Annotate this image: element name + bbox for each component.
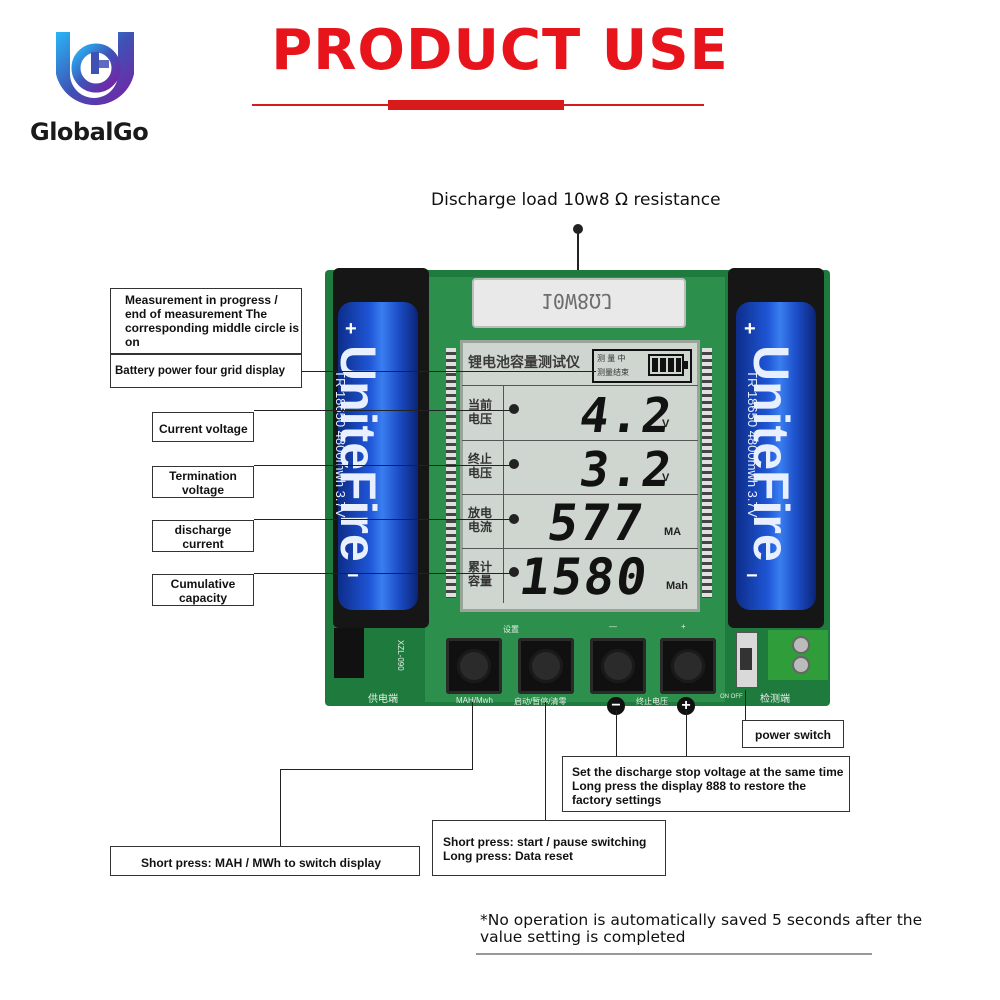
terminal-screw [792, 636, 810, 654]
callout-dot [509, 459, 519, 469]
lcd-unit: V [662, 418, 670, 430]
battery-spec-right: TR 18650 4800mwh 3.7V [745, 370, 760, 518]
lcd-battery-bar [676, 358, 681, 372]
lcd-row-label: 当前 [468, 398, 493, 412]
battery-minus-right: − [746, 565, 758, 587]
pcb-label-version: XZL-090 [396, 640, 405, 671]
lcd-discharge-current-value: 577 [543, 494, 649, 552]
resistor [472, 278, 686, 328]
stop-voltage-callout: Set the discharge stop voltage at the sa… [562, 756, 850, 812]
battery-spec-left: TR 18650 4800mwh 3.7V [333, 370, 348, 518]
callout-line [254, 410, 512, 411]
lcd-row-label: 容量 [468, 574, 493, 588]
lcd-unit: Mah [666, 580, 688, 592]
callout-line [254, 519, 512, 520]
minus-mark-icon: − [607, 697, 625, 715]
lcd-row-label: 电流 [468, 520, 493, 534]
lcd-battery-bar [668, 358, 674, 372]
start-pause-callout: Short press: start / pause switching Lon… [432, 820, 666, 876]
pcb-label-set: 设置 [503, 625, 519, 634]
footnote: *No operation is automatically saved 5 s… [480, 911, 923, 946]
callout-dot [509, 514, 519, 524]
pcb-label-power-in: 供电端 [368, 694, 398, 705]
battery-left [338, 302, 418, 610]
lcd-termination-voltage-value: 3.2 [576, 442, 677, 498]
callout-line [686, 710, 687, 757]
callout-dot [509, 567, 519, 577]
termination-voltage-callout: Termination voltage [152, 466, 254, 498]
lcd-row-label: 终止 [468, 452, 493, 466]
lcd-battery-bar [652, 358, 658, 372]
minus-button-cap[interactable] [601, 649, 635, 683]
lcd-column-divider [503, 385, 504, 603]
battery-plus-right: + [744, 318, 756, 340]
callout-dot [573, 224, 583, 234]
mah-mwh-callout: Short press: MAH / MWh to switch display [110, 846, 420, 876]
lcd-current-voltage-value: 4.2 [576, 388, 677, 444]
footnote-rule [476, 953, 872, 955]
discharge-load-label: Discharge load 10w8 Ω resistance [431, 190, 721, 210]
title-underline-accent [388, 100, 564, 110]
pcb-label-start-clear: 启动/暂停/清零 [514, 697, 567, 706]
lcd-status-ended: 测量结束 [597, 368, 629, 377]
lcd-row-label: 放电 [468, 506, 493, 520]
lcd-divider [462, 494, 698, 495]
callout-line [254, 573, 512, 574]
callout-line [545, 702, 546, 820]
lcd-pins-left [446, 348, 456, 598]
lcd-divider [462, 385, 698, 386]
lcd-title: 锂电池容量测试仪 [468, 354, 580, 370]
lcd-battery-bar [660, 358, 666, 372]
pcb-label-plus: + [681, 622, 686, 631]
measurement-status-callout: Measurement in progress / end of measure… [110, 288, 302, 354]
lcd-divider [462, 548, 698, 549]
current-voltage-callout: Current voltage [152, 412, 254, 442]
lcd-battery-icon [648, 354, 684, 376]
pcb-label-detect: 检测端 [760, 694, 790, 705]
battery-plus-left: + [345, 318, 357, 340]
terminal-screw [792, 656, 810, 674]
battery-right [736, 302, 816, 610]
start-pause-button-cap[interactable] [529, 649, 563, 683]
plus-mark-icon: + [677, 697, 695, 715]
pcb-label-mah-mwh: MAH/Mwh [456, 696, 493, 705]
globalgo-logo-icon [56, 32, 134, 106]
lcd-status-measuring: 测 量 中 [597, 354, 626, 363]
lcd-pins-right [702, 348, 712, 598]
battery-power-callout: Battery power four grid display [110, 354, 302, 388]
lcd-row-label: 电压 [468, 412, 493, 426]
battery-minus-left: − [347, 565, 359, 587]
callout-dot [509, 404, 519, 414]
callout-line [472, 702, 473, 770]
lcd-row-label: 电压 [468, 466, 493, 480]
lcd-capacity-value: 1580 [515, 548, 653, 606]
callout-line [280, 769, 473, 770]
pcb-label-stop-voltage: 终止电压 [636, 697, 668, 706]
power-switch-callout: power switch [742, 720, 844, 748]
callout-line [280, 769, 281, 847]
lcd-battery-tip [684, 361, 688, 369]
lcd-row-label: 累计 [468, 560, 493, 574]
callout-line [577, 232, 579, 287]
lcd-unit: V [662, 472, 670, 484]
pcb-label-on-off: ON OFF [720, 694, 743, 700]
power-switch-knob[interactable] [740, 648, 752, 670]
mah-mwh-button-cap[interactable] [457, 649, 491, 683]
pcb-label-minus: — [609, 622, 617, 631]
lcd-status-box [592, 349, 692, 383]
cumulative-capacity-callout: Cumulative capacity [152, 574, 254, 606]
lcd-divider [462, 440, 698, 441]
discharge-current-callout: discharge current [152, 520, 254, 552]
page-title: PRODUCT USE [271, 18, 729, 83]
callout-line [302, 371, 596, 372]
callout-line [254, 465, 512, 466]
lcd-unit: MA [664, 526, 682, 538]
plus-button-cap[interactable] [671, 649, 705, 683]
resistor-label: 10W8ΩJ [540, 289, 614, 313]
callout-line [745, 690, 746, 722]
brand-name: GlobalGo [30, 118, 149, 146]
callout-line [616, 710, 617, 757]
power-jack [334, 628, 364, 678]
